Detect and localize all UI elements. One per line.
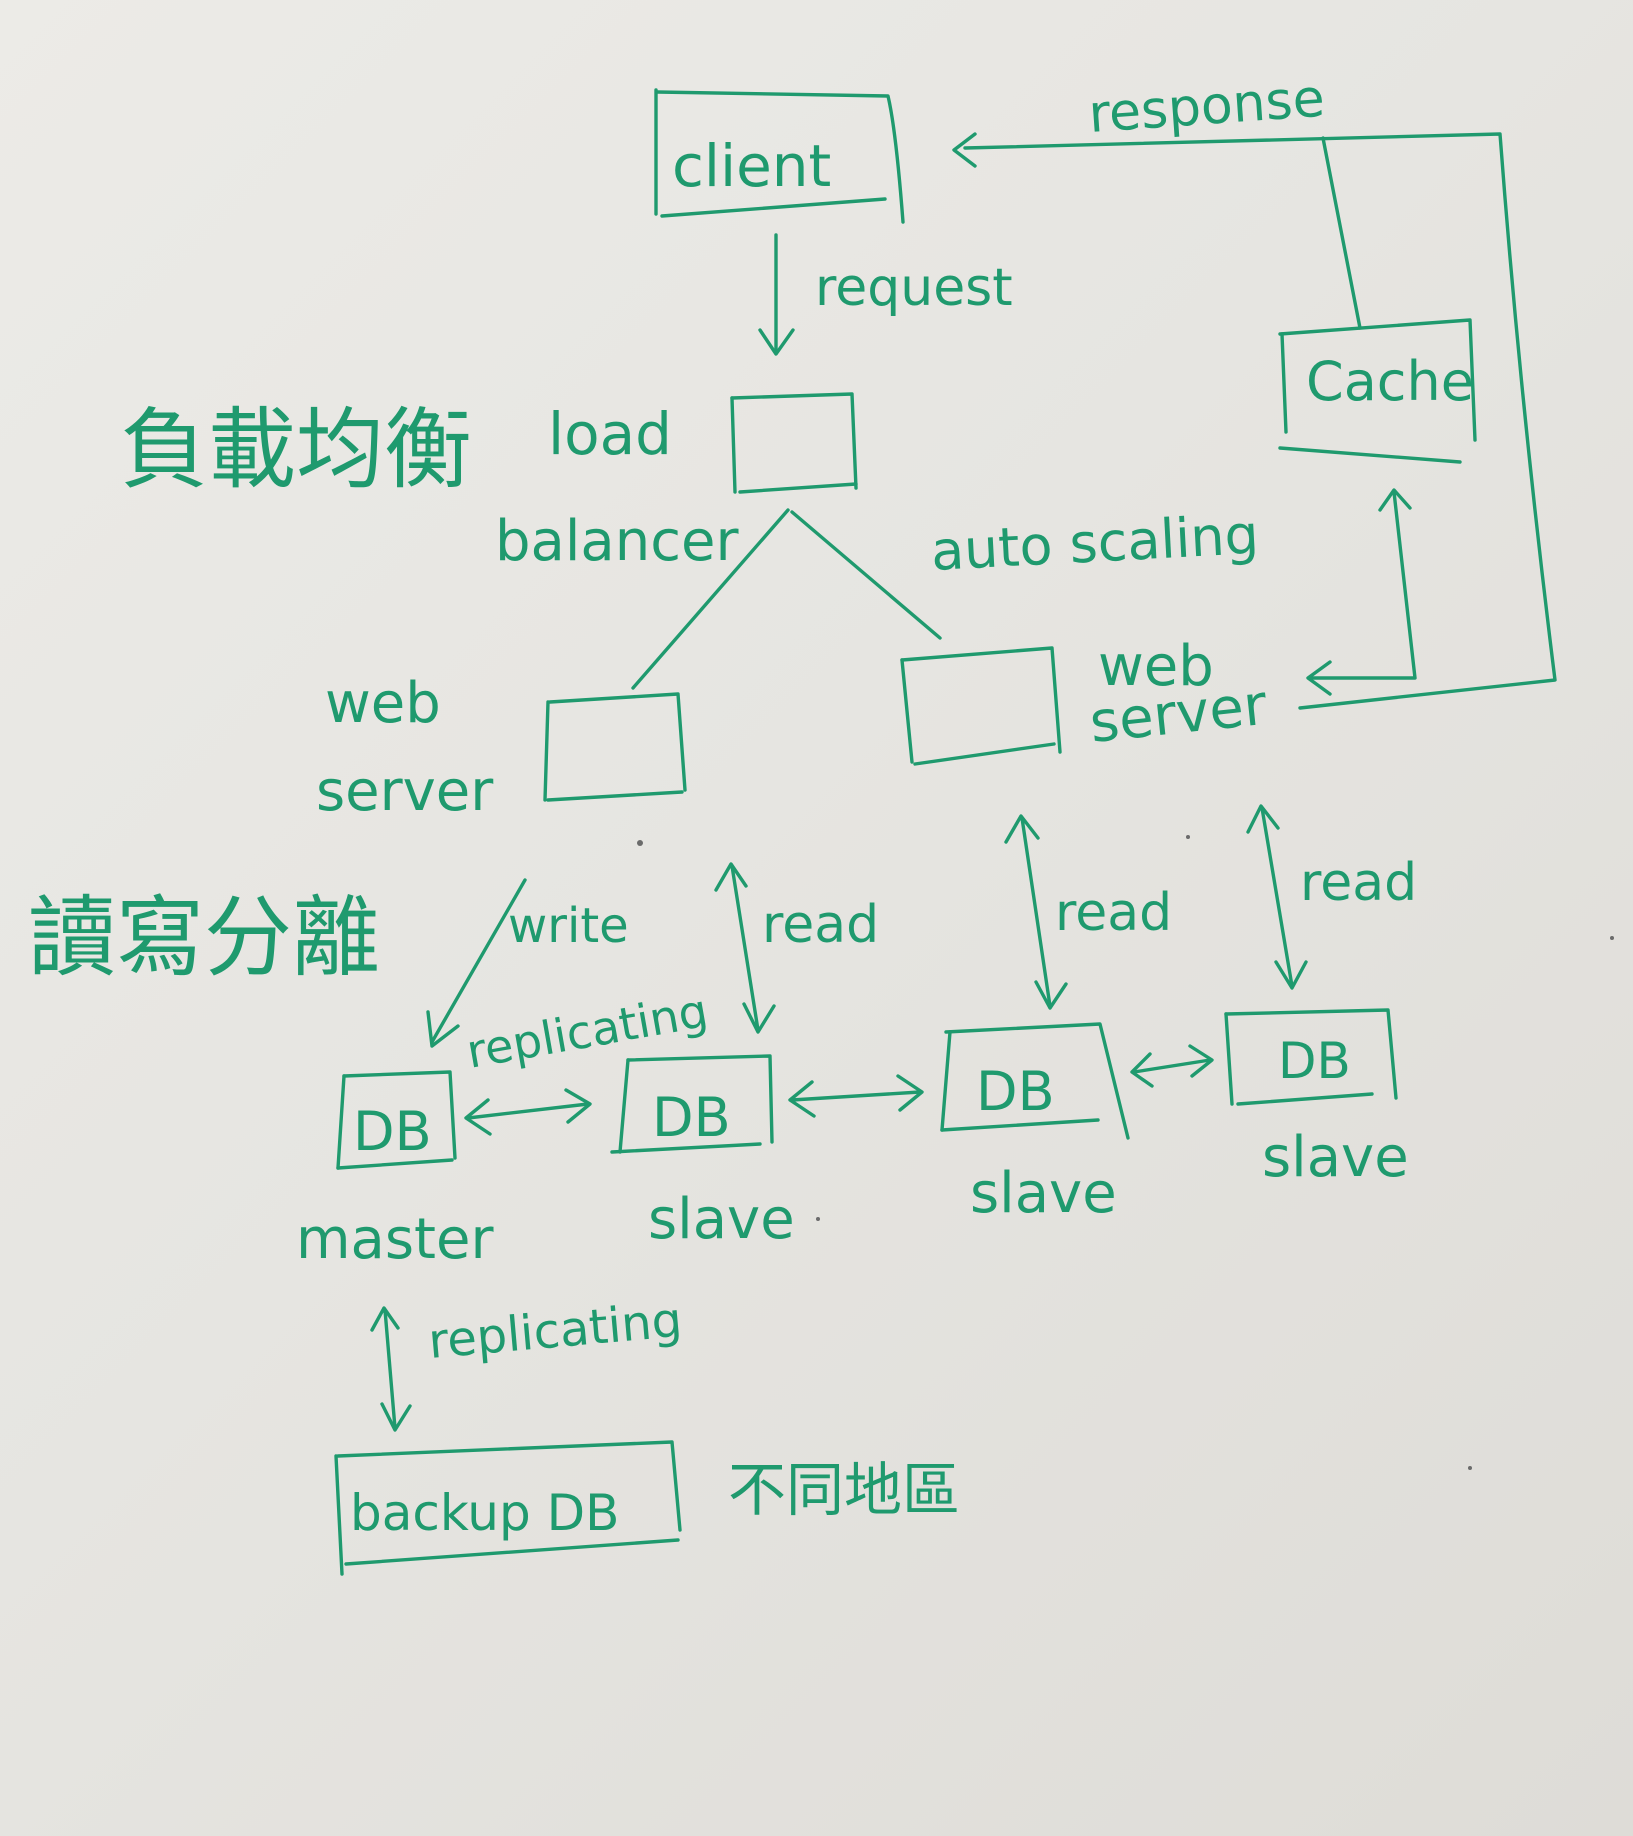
paper-speck bbox=[1610, 936, 1614, 940]
db-slave1-box bbox=[610, 1054, 774, 1154]
replicating-label-bottom: replicating bbox=[426, 1292, 684, 1370]
load-balancer-box bbox=[730, 392, 858, 494]
backup-db-label: backup DB bbox=[350, 1484, 619, 1542]
response-path bbox=[952, 132, 1557, 710]
db-slave1-label: DB bbox=[652, 1086, 731, 1149]
db-slave2-box bbox=[940, 1022, 1130, 1140]
backup-db-box bbox=[334, 1440, 682, 1576]
branch-line-left bbox=[631, 508, 790, 690]
web-right-label: web bbox=[1098, 634, 1214, 699]
read-label-1: read bbox=[762, 895, 879, 955]
db-slave2-label: DB bbox=[976, 1060, 1055, 1123]
balancer-label: balancer bbox=[495, 509, 739, 574]
response-label: response bbox=[1087, 69, 1327, 145]
replication-arrow-master-backup bbox=[370, 1306, 412, 1432]
db-slave3-label: DB bbox=[1278, 1032, 1351, 1090]
different-region-chinese-label: 不同地區 bbox=[728, 1456, 960, 1524]
replication-arrow-slave1-slave2 bbox=[788, 1074, 924, 1118]
replication-arrow-slave2-slave3 bbox=[1130, 1044, 1214, 1088]
read-arrow-2 bbox=[1004, 814, 1068, 1010]
write-arrow bbox=[426, 878, 527, 1048]
read-arrow-3 bbox=[1246, 804, 1308, 990]
paper-speck bbox=[1468, 1466, 1472, 1470]
db-master-label: DB bbox=[353, 1100, 432, 1163]
web-server-left-box bbox=[543, 692, 687, 802]
web-server-right-box bbox=[900, 646, 1062, 766]
request-arrow bbox=[758, 233, 795, 356]
branch-line-right bbox=[790, 510, 942, 640]
replication-arrow-master-slave1 bbox=[464, 1088, 592, 1136]
slave1-label: slave bbox=[648, 1187, 795, 1252]
load-label: load bbox=[548, 400, 672, 468]
client-box bbox=[654, 88, 905, 224]
read-write-split-chinese-label: 讀寫分離 bbox=[28, 886, 380, 989]
slave2-label: slave bbox=[970, 1161, 1117, 1226]
client-label: client bbox=[672, 132, 831, 200]
slave3-label: slave bbox=[1262, 1125, 1409, 1190]
paper-speck bbox=[1186, 835, 1190, 839]
write-label: write bbox=[508, 898, 629, 954]
request-label: request bbox=[815, 258, 1013, 318]
cache-label: Cache bbox=[1306, 350, 1474, 413]
paper-speck bbox=[637, 840, 643, 846]
load-balancer-chinese-label: 負載均衡 bbox=[120, 398, 472, 501]
server-left-label: server bbox=[316, 759, 494, 824]
web-left-label: web bbox=[325, 671, 441, 736]
cache-box bbox=[1278, 318, 1477, 464]
master-label: master bbox=[296, 1207, 494, 1272]
read-label-2: read bbox=[1055, 883, 1172, 943]
auto-scaling-label: auto scaling bbox=[929, 503, 1260, 583]
db-master-box bbox=[336, 1070, 457, 1170]
read-label-3: read bbox=[1300, 853, 1417, 913]
paper-speck bbox=[816, 1217, 820, 1221]
cache-to-webserver-arrow bbox=[1306, 488, 1417, 696]
db-slave3-box bbox=[1224, 1008, 1398, 1106]
replicating-label-top: replicating bbox=[463, 983, 712, 1078]
read-arrow-1 bbox=[714, 862, 776, 1034]
